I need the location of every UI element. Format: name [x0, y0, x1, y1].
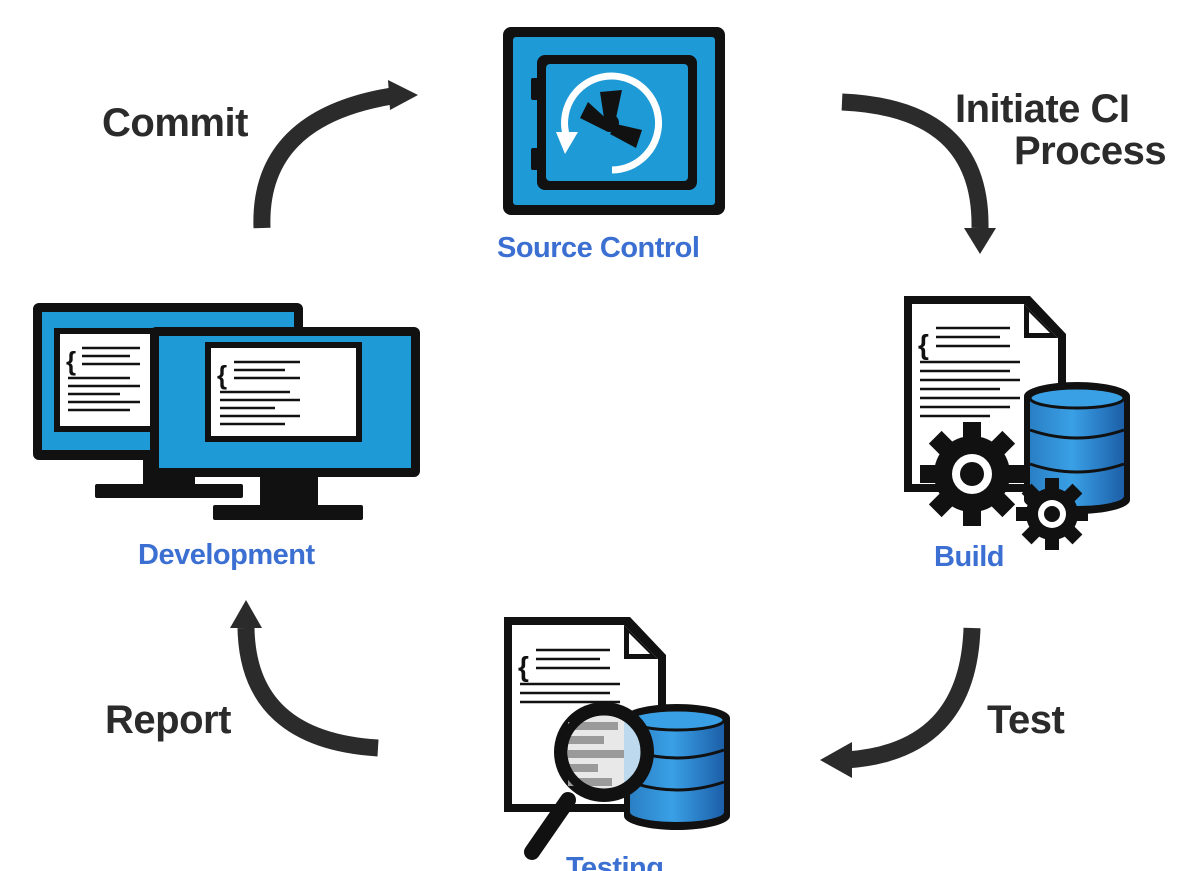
testing-label: Testing — [566, 852, 664, 871]
svg-text:{: { — [66, 346, 76, 376]
initiate-ci-label-line2: Process — [1014, 129, 1167, 173]
vault-icon — [503, 27, 725, 215]
document-database-magnifier-icon: { — [504, 617, 730, 860]
test-label: Test — [987, 698, 1065, 742]
report-arrow — [230, 600, 379, 757]
initiate-ci-arrow — [841, 93, 996, 254]
commit-label: Commit — [102, 101, 248, 145]
commit-arrow — [253, 80, 418, 229]
svg-text:{: { — [217, 360, 227, 390]
svg-text:{: { — [518, 651, 529, 682]
document-database-gears-icon: { — [904, 296, 1130, 550]
test-arrow — [820, 627, 981, 778]
report-label: Report — [105, 698, 231, 742]
source-control-label: Source Control — [497, 232, 700, 264]
initiate-ci-label-line1: Initiate CI — [955, 87, 1130, 131]
development-label: Development — [138, 539, 315, 571]
monitors-icon: { { — [33, 303, 420, 520]
build-label: Build — [934, 541, 1005, 573]
svg-text:{: { — [918, 329, 929, 360]
